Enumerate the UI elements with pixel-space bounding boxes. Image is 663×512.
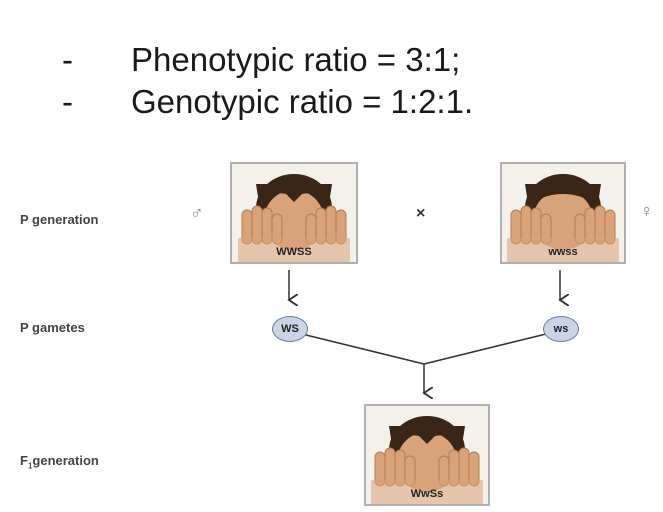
f1-suffix: generation [32,453,99,468]
widows-peak-hands-face-image [232,164,356,262]
phenotypic-ratio-text: Phenotypic ratio = 3:1; [131,41,461,78]
cross-symbol: × [416,205,426,222]
f1-offspring-photo: WwSs [364,404,490,506]
male-gamete-join-line [301,333,425,365]
female-parent-genotype: wwss [548,246,578,258]
male-parent-genotype: WWSS [276,246,312,258]
female-gamete-circle: ws [543,316,579,342]
genotypic-ratio-line: - Genotypic ratio = 1:2:1. [0,82,663,122]
male-symbol-icon: ♂ [190,203,204,223]
f1-offspring-genotype: WwSs [410,488,444,500]
genotypic-ratio-text: Genotypic ratio = 1:2:1. [131,83,474,120]
widows-peak-hands-face-image [366,406,488,504]
male-gamete-circle: WS [272,316,308,342]
f1-prefix: F [20,453,28,468]
bullet-dash: - [62,41,73,78]
male-parent-photo: WWSS [230,162,358,264]
female-gamete-join-line [423,333,547,365]
p-gametes-label: P gametes [20,320,85,335]
p-generation-label: P generation [20,212,99,227]
bullet-dash: - [62,83,73,120]
f1-generation-label: F1generation [20,453,99,471]
straight-hairline-hands-face-image [502,164,624,262]
f1-subscript: 1 [27,461,33,471]
phenotypic-ratio-line: - Phenotypic ratio = 3:1; [0,40,663,80]
female-parent-photo: wwss [500,162,626,264]
female-symbol-icon: ♀ [640,201,654,221]
